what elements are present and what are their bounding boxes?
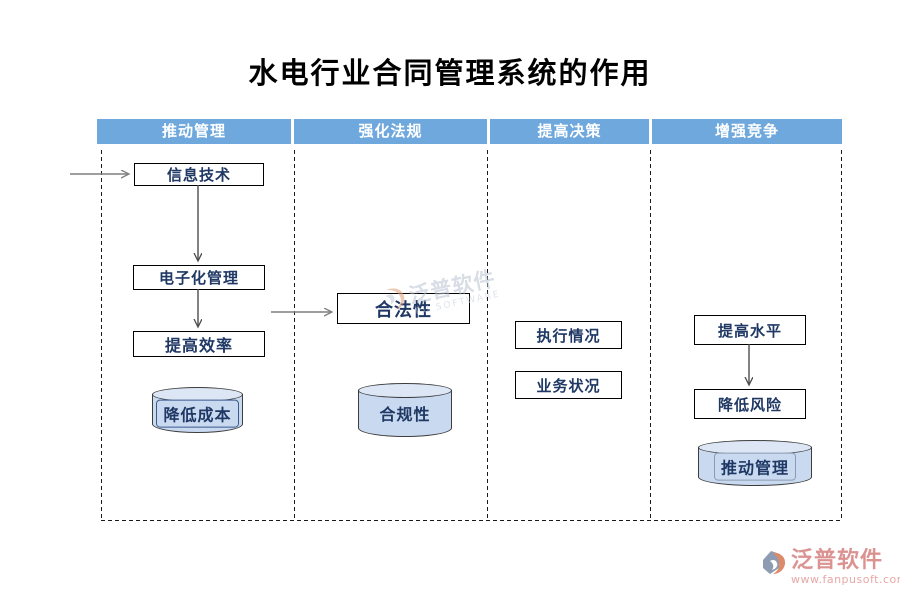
- column-header-enhance-competitiveness: 增强竞争: [652, 119, 842, 144]
- column-header-strengthen-regulations: 强化法规: [294, 119, 487, 144]
- fanpu-url-text: www.fanpusoft.com: [791, 573, 900, 586]
- node-reduce-risk: 降低风险: [694, 389, 806, 419]
- lane-divider-5: [841, 150, 842, 520]
- lane-divider-4: [650, 150, 651, 520]
- column-header-improve-decisions: 提高决策: [490, 119, 649, 144]
- lane-divider-3: [487, 150, 488, 520]
- column-header-promote-management: 推动管理: [97, 119, 291, 144]
- node-information-technology: 信息技术: [134, 163, 264, 186]
- node-business-status: 业务状况: [515, 371, 622, 399]
- cylinder-label: 合规性: [379, 405, 431, 425]
- node-execution-status: 执行情况: [515, 321, 622, 349]
- cylinder-top: [358, 383, 452, 398]
- cylinder-reduce-cost: 降低成本: [152, 387, 243, 433]
- cylinder-compliance: 合规性: [358, 383, 452, 437]
- node-legality: 合法性: [337, 293, 470, 324]
- node-improve-level: 提高水平: [694, 315, 806, 345]
- fanpu-brand-text: 泛普软件: [791, 547, 884, 573]
- lane-bottom-border: [101, 520, 842, 521]
- diagram-title: 水电行业合同管理系统的作用: [248, 56, 652, 90]
- cylinder-promote-management: 推动管理: [698, 440, 812, 486]
- lane-divider-2: [294, 150, 295, 520]
- fanpu-logo-icon: [763, 551, 786, 574]
- footer-logo: 泛普软件 www.fanpusoft.com: [762, 548, 900, 586]
- lane-divider-1: [101, 150, 102, 520]
- cylinder-label: 降低成本: [156, 399, 239, 428]
- node-improve-efficiency: 提高效率: [133, 331, 265, 357]
- cylinder-label: 推动管理: [713, 452, 796, 481]
- node-electronic-management: 电子化管理: [133, 265, 265, 290]
